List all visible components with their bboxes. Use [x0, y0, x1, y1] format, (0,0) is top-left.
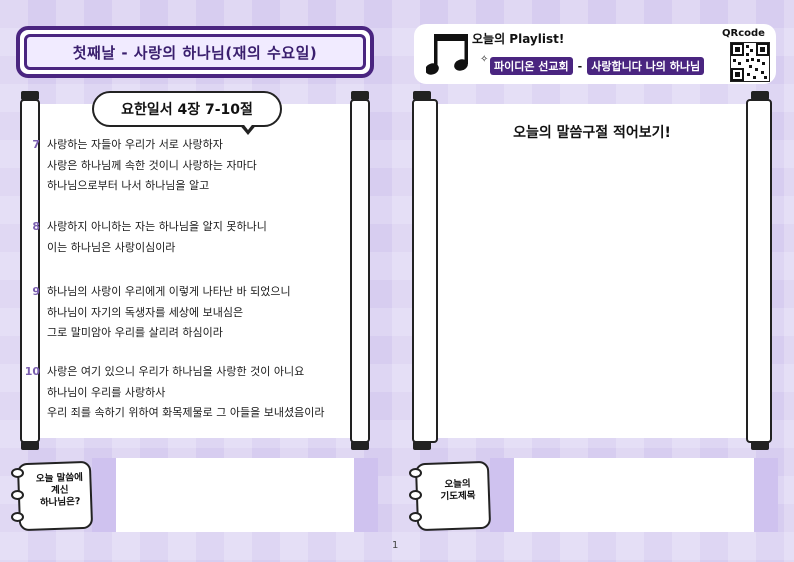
music-note-icon [426, 34, 468, 75]
writing-scroll-paper[interactable] [436, 104, 748, 438]
answer-box-stripe-right [754, 458, 778, 532]
answer-box-stripe-right [354, 458, 378, 532]
reflection-notebook: 오늘 말씀에 계신 하나님은? [16, 460, 94, 532]
spiral-ring [409, 490, 422, 500]
reflection-label-line: 오늘 말씀에 [35, 472, 84, 485]
verse-line: 사랑은 하나님께 속한 것이니 사랑하는 자마다 [47, 158, 257, 172]
answer-box-stripe-left [490, 458, 514, 532]
scroll-rod-left [412, 99, 438, 443]
page-number: 1 [392, 540, 399, 551]
qr-label: QRcode [722, 28, 765, 39]
verse-line: 사랑은 여기 있으니 우리가 하나님을 사랑한 것이 아니요 [47, 365, 305, 378]
reflection-answer-box[interactable] [92, 458, 378, 532]
spiral-ring [11, 468, 24, 478]
prayer-notebook: 오늘의 기도제목 [414, 460, 492, 532]
scroll-rod-right [350, 99, 370, 443]
verse-number: 8 [32, 220, 40, 233]
verse-line: 하나님으로부터 나서 하나님을 알고 [47, 179, 210, 192]
verse-block-7: 7 사랑하는 자들아 우리가 서로 사랑하자 사랑은 하나님께 속한 것이니 사… [20, 135, 350, 197]
song-title: 사랑합니다 나의 하나님 [587, 57, 705, 75]
playlist-title: 오늘의 Playlist! [472, 32, 565, 46]
verse-number: 9 [32, 285, 40, 298]
verse-block-10: 10 사랑은 여기 있으니 우리가 하나님을 사랑한 것이 아니요 하나님이 우… [20, 362, 350, 424]
verse-line: 사랑하는 자들아 우리가 서로 사랑하자 [47, 138, 223, 151]
song-artist: 파이디온 선교회 [490, 57, 573, 75]
spiral-ring [11, 512, 24, 522]
answer-box-stripe-left [92, 458, 116, 532]
title-banner: 첫째날 - 사랑의 하나님(재의 수요일) [16, 26, 374, 78]
qr-code-icon[interactable] [730, 42, 770, 82]
sparkle-icon: ✧ [480, 54, 489, 65]
verse-block-9: 9 하나님의 사랑이 우리에게 이렇게 나타난 바 되었으니 하나님이 자기의 … [20, 282, 350, 344]
title-banner-inner: 첫째날 - 사랑의 하나님(재의 수요일) [24, 34, 366, 70]
scroll-rod-cap-top-right [751, 91, 769, 100]
song-separator: - [577, 59, 583, 73]
bible-reference: 요한일서 4장 7-10절 [121, 102, 253, 118]
spiral-ring [409, 468, 422, 478]
scroll-rod-cap-top-left [21, 91, 39, 100]
scroll-rod-cap-top-right [351, 91, 369, 100]
spiral-ring [11, 490, 24, 500]
verse-line: 하나님이 우리를 사랑하사 [47, 385, 166, 399]
song-info: 파이디온 선교회 - 사랑합니다 나의 하나님 [490, 57, 705, 75]
scroll-rod-cap-bottom-left [21, 441, 39, 450]
reflection-label-line: 하나님은? [39, 496, 81, 509]
verse-number: 10 [24, 365, 40, 378]
scroll-rod-cap-bottom-right [751, 441, 769, 450]
scroll-rod-right [746, 99, 772, 443]
bubble-tail-inner [241, 121, 255, 130]
writing-heading: 오늘의 말씀구절 적어보기! [513, 125, 671, 141]
bible-reference-bubble: 요한일서 4장 7-10절 [92, 91, 282, 127]
scroll-rod-cap-top-left [413, 91, 431, 100]
qr-pattern [731, 43, 769, 81]
verse-block-8: 8 사랑하지 아니하는 자는 하나님을 알지 못하나니 이는 하나님은 사랑이심… [20, 217, 350, 258]
playlist-box: 오늘의 Playlist! ✧ 파이디온 선교회 - 사랑합니다 나의 하나님 … [414, 24, 776, 84]
verse-line: 하나님이 자기의 독생자를 세상에 보내심은 [47, 305, 244, 319]
verse-line: 그로 말미암아 우리를 살리려 하심이라 [47, 326, 223, 339]
verse-line: 사랑하지 아니하는 자는 하나님을 알지 못하나니 [47, 220, 267, 233]
page-title: 첫째날 - 사랑의 하나님(재의 수요일) [72, 43, 318, 62]
verse-line: 하나님의 사랑이 우리에게 이렇게 나타난 바 되었으니 [47, 285, 291, 298]
verse-scroll-paper [38, 104, 352, 438]
spiral-ring [409, 512, 422, 522]
scroll-rod-cap-bottom-left [413, 441, 431, 450]
prayer-answer-box[interactable] [490, 458, 778, 532]
verse-line: 이는 하나님은 사랑이심이라 [47, 240, 176, 254]
prayer-label-line: 기도제목 [440, 490, 476, 503]
verse-number: 7 [32, 138, 40, 151]
verse-line: 우리 죄를 속하기 위하여 화목제물로 그 아들을 보내셨음이라 [47, 406, 325, 419]
scroll-rod-cap-bottom-right [351, 441, 369, 450]
